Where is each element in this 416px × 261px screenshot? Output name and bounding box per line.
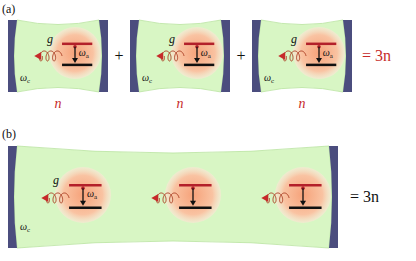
cavity-box: ωc g ωa [8, 20, 108, 92]
coupling-label: g [47, 33, 53, 45]
sum-result: = 3n [350, 189, 379, 205]
photon-count: n [177, 97, 184, 111]
sum-result: = 3n [362, 48, 391, 64]
atom-shape [170, 26, 224, 80]
coupling-label: g [169, 33, 175, 45]
atom-shape [54, 166, 112, 224]
atom-circle: g ωa [48, 26, 102, 80]
frequency-label: ωa [323, 48, 333, 60]
plus-sign: + [114, 48, 123, 64]
cavity-box: ωc g ωa [130, 20, 230, 92]
atom-circle: g ωa [170, 26, 224, 80]
atom-shape [164, 166, 222, 224]
frequency-label: ωa [87, 189, 97, 201]
coupling-label: g [291, 33, 297, 45]
panel-label: (a) [2, 3, 15, 15]
cavity-frequency-label: ωc [20, 222, 30, 234]
cavity-frequency-label: ωc [20, 73, 30, 85]
coupling-label: g [53, 174, 59, 186]
atom-shape [292, 26, 346, 80]
cavity-box: ωc g ωa [8, 146, 338, 248]
plus-sign: + [236, 48, 245, 64]
atom-shape [48, 26, 102, 80]
atom-shape [274, 166, 332, 224]
photon-count: n [299, 97, 306, 111]
atom-circle: g ωa [54, 166, 112, 224]
frequency-label: ωa [201, 48, 211, 60]
photon-count: n [55, 97, 62, 111]
panel-label: (b) [2, 128, 16, 140]
atom-circle: g ωa [292, 26, 346, 80]
cavity-frequency-label: ωc [142, 73, 152, 85]
frequency-label: ωa [79, 48, 89, 60]
cavity-box: ωc g ωa [252, 20, 352, 92]
cavity-frequency-label: ωc [264, 73, 274, 85]
